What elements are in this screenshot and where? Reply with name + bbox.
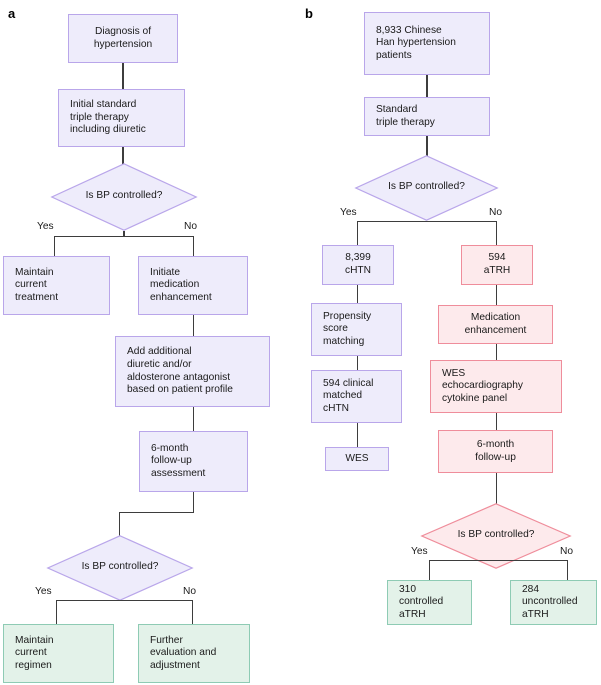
connector-a2-d1 — [122, 147, 124, 164]
node-text: WES echocardiography cytokine panel — [442, 367, 523, 404]
connector-b5-b6 — [357, 356, 359, 370]
node-8399-chtn: 8,399 cHTN — [322, 245, 394, 285]
node-text: 6-month follow-up assessment — [151, 442, 206, 479]
connector-a7-offset-across — [119, 512, 194, 514]
node-8933-chinese-han-hypertension-patients: 8,933 Chinese Han hypertension patients — [364, 12, 490, 75]
node-add-additional-diuretic: Add additional diuretic and/or aldostero… — [115, 336, 270, 407]
decision-is-bp-controlled-a2: Is BP controlled? — [46, 535, 194, 601]
connector-a7-offset-down — [192, 492, 194, 513]
branch-label-yes-a1: Yes — [37, 221, 54, 232]
connector-b8-b9 — [495, 285, 497, 305]
connector-b1-b2 — [426, 75, 428, 97]
branch-label-no-a1: No — [184, 221, 198, 232]
node-6-month-follow-up-assessment: 6-month follow-up assessment — [139, 431, 248, 492]
branch-label-no-a2: No — [183, 586, 197, 597]
branch-label-no-b2: No — [560, 546, 574, 557]
node-wes: WES — [325, 447, 389, 471]
panel-label-a: a — [8, 6, 16, 21]
decision-label: Is BP controlled? — [388, 181, 465, 192]
node-further-evaluation-and-adjustment: Further evaluation and adjustment — [138, 624, 250, 683]
node-text: 594 aTRH — [483, 252, 511, 276]
node-text: Propensity score matching — [323, 310, 372, 347]
connector-a1-a2 — [122, 63, 124, 89]
connector-d2-yes — [56, 600, 58, 625]
connector-b-d2-split — [429, 560, 568, 562]
node-text: Diagnosis of hypertension — [93, 25, 153, 50]
node-medication-enhancement: Medication enhancement — [438, 305, 553, 344]
connector-b11-d2 — [495, 473, 497, 504]
node-maintain-current-treatment: Maintain current treatment — [3, 256, 110, 315]
node-text: 594 clinical matched cHTN — [323, 377, 374, 414]
connector-b-d2-yes — [429, 560, 431, 580]
node-284-uncontrolled-atrh: 284 uncontrolled aTRH — [510, 580, 597, 625]
connector-d1-split — [54, 236, 194, 238]
node-text: Further evaluation and adjustment — [150, 634, 217, 671]
decision-is-bp-controlled-a1: Is BP controlled? — [50, 163, 198, 231]
connector-b-d2-no — [566, 560, 568, 580]
node-594-atrh: 594 aTRH — [461, 245, 533, 285]
connector-d1-stem — [123, 231, 125, 237]
connector-b2-d1 — [426, 136, 428, 156]
connector-b6-b7 — [357, 423, 359, 447]
connector-b-d1-split — [357, 221, 497, 223]
node-wes-echocardiography-cytokine-panel: WES echocardiography cytokine panel — [430, 360, 562, 413]
node-text: Initiate medication enhancement — [150, 266, 212, 303]
node-diagnosis-of-hypertension: Diagnosis of hypertension — [68, 14, 178, 63]
node-text: Standard triple therapy — [376, 103, 435, 128]
branch-label-yes-b1: Yes — [340, 207, 357, 218]
node-text: 310 controlled aTRH — [399, 583, 444, 620]
node-text: Initial standard triple therapy includin… — [70, 99, 146, 136]
connector-d2-no — [191, 600, 193, 625]
branch-label-yes-b2: Yes — [411, 546, 428, 557]
node-text: 8,399 cHTN — [344, 252, 372, 276]
node-text: Maintain current regimen — [15, 634, 54, 671]
node-text: 6-month follow-up — [475, 438, 516, 463]
node-propensity-score-matching: Propensity score matching — [311, 303, 402, 356]
node-text: 284 uncontrolled aTRH — [522, 583, 578, 620]
connector-b9-b10 — [495, 344, 497, 360]
connector-a6-a7 — [192, 407, 194, 431]
node-text: Maintain current treatment — [15, 266, 59, 303]
node-standard-triple-therapy: Standard triple therapy — [364, 97, 490, 136]
decision-label: Is BP controlled? — [457, 529, 535, 540]
node-text: Add additional diuretic and/or aldostero… — [127, 346, 233, 396]
connector-a7-d2 — [119, 512, 121, 536]
connector-d2-split — [56, 600, 193, 602]
branch-label-yes-a2: Yes — [35, 586, 52, 597]
node-text: WES — [345, 452, 369, 464]
branch-label-no-b1: No — [489, 207, 503, 218]
decision-label: Is BP controlled? — [85, 190, 163, 201]
node-594-clinical-matched-chtn: 594 clinical matched cHTN — [311, 370, 402, 423]
connector-a5-a6 — [192, 315, 194, 336]
node-text: 8,933 Chinese Han hypertension patients — [376, 24, 456, 61]
decision-is-bp-controlled-b2: Is BP controlled? — [420, 503, 572, 569]
connector-b-d1-no — [495, 221, 497, 245]
node-initiate-medication-enhancement: Initiate medication enhancement — [138, 256, 248, 315]
node-initial-standard-triple-therapy: Initial standard triple therapy includin… — [58, 89, 185, 147]
connector-b4-b5 — [357, 285, 359, 303]
connector-b-d1-yes — [357, 221, 359, 245]
connector-d1-yes — [54, 236, 56, 256]
connector-d1-no — [192, 236, 194, 256]
connector-b10-b11 — [495, 413, 497, 430]
node-maintain-current-regimen: Maintain current regimen — [3, 624, 114, 683]
node-310-controlled-atrh: 310 controlled aTRH — [387, 580, 472, 625]
decision-is-bp-controlled-b1: Is BP controlled? — [354, 155, 499, 221]
node-6-month-follow-up: 6-month follow-up — [438, 430, 553, 473]
panel-label-b: b — [305, 6, 313, 21]
decision-label: Is BP controlled? — [81, 561, 159, 572]
node-text: Medication enhancement — [464, 311, 527, 336]
